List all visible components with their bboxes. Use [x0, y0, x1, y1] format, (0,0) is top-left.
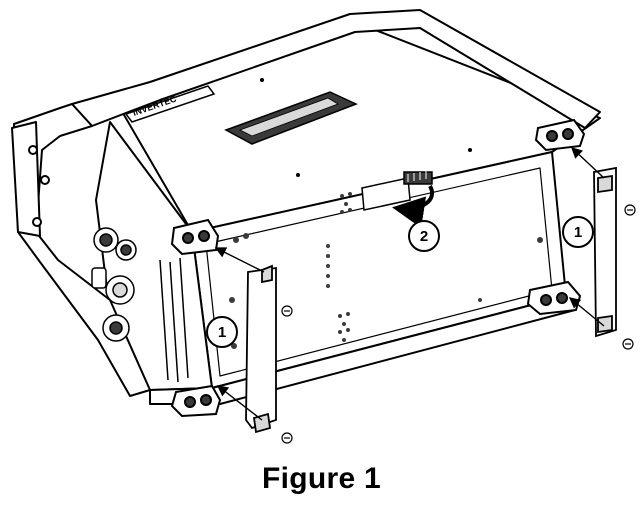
- top-logo-plate: [224, 91, 358, 145]
- grip-screw: [40, 175, 50, 185]
- figure-caption: Figure 1: [261, 462, 382, 495]
- callout-2-label: 2: [420, 228, 428, 245]
- side-vent: [159, 257, 189, 383]
- callout-1-left-label: 1: [218, 324, 226, 341]
- callout-2: 2: [408, 220, 440, 252]
- bumper-front-top-right: [534, 118, 586, 152]
- connector-panel: [91, 227, 189, 383]
- callout-1-right-label: 1: [574, 224, 582, 241]
- callout-1-right: 1: [562, 216, 594, 248]
- rotate-arrow: [392, 185, 434, 229]
- vent-holes: [229, 192, 543, 349]
- remote-connector: [91, 267, 107, 289]
- top-screw: [296, 173, 300, 177]
- insert-arrow-left-top: [214, 247, 265, 273]
- grip-screw: [28, 145, 38, 155]
- screw-left-top: [281, 305, 293, 317]
- top-screw: [468, 148, 472, 152]
- grip-screw: [32, 217, 42, 227]
- insert-arrow-left-bottom: [216, 385, 263, 421]
- screw-left-bottom: [281, 432, 293, 444]
- welder-unit: [11, 9, 601, 405]
- callout-1-left: 1: [206, 316, 238, 348]
- top-screw: [260, 78, 264, 82]
- bracket-left: [245, 264, 277, 434]
- bumper-front-bottom-right: [526, 280, 582, 316]
- insert-arrow-right-top: [570, 147, 605, 179]
- bumper-front-bottom-left: [170, 384, 222, 418]
- screw-right-bottom: [622, 338, 634, 350]
- insert-arrow-right-bottom: [568, 297, 605, 327]
- bracket-right: [593, 166, 617, 338]
- corner-bumpers: [170, 118, 586, 418]
- screw-right-top: [624, 204, 636, 216]
- top-roll-bar: [71, 9, 601, 129]
